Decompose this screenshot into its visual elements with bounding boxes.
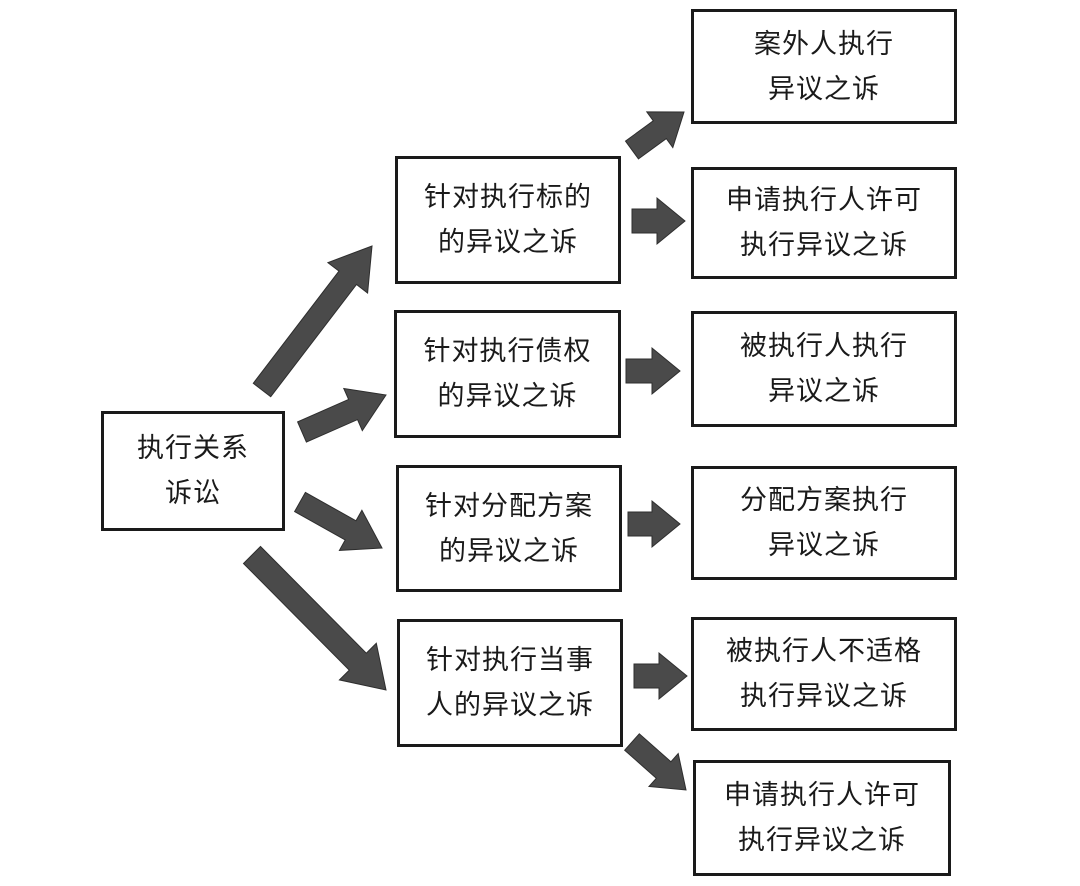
- arrow-root-to-target: [252, 245, 373, 398]
- arrow-root-to-claim: [296, 387, 387, 443]
- box-label: 分配方案执行 异议之诉: [740, 485, 908, 561]
- arrow-root-to-party: [242, 545, 387, 691]
- box-applicant-permission-objection-1: 申请执行人许可 执行异议之诉: [691, 167, 957, 279]
- arrow-party-to-unqualified: [633, 651, 688, 701]
- box-objection-execution-claim: 针对执行债权 的异议之诉: [394, 310, 621, 438]
- box-label: 被执行人执行 异议之诉: [740, 331, 908, 407]
- box-label: 申请执行人许可 执行异议之诉: [726, 185, 922, 261]
- box-applicant-permission-objection-2: 申请执行人许可 执行异议之诉: [693, 760, 951, 876]
- box-label: 针对执行当事 人的异议之诉: [426, 645, 594, 721]
- box-outsider-objection: 案外人执行 异议之诉: [691, 9, 957, 124]
- box-executed-person-objection: 被执行人执行 异议之诉: [691, 311, 957, 427]
- box-label: 被执行人不适格 执行异议之诉: [726, 636, 922, 712]
- box-label: 针对执行债权 的异议之诉: [423, 336, 592, 412]
- arrow-plan-to-plan: [627, 499, 681, 549]
- box-objection-distribution-plan: 针对分配方案 的异议之诉: [396, 465, 622, 592]
- box-executed-unqualified-objection: 被执行人不适格 执行异议之诉: [691, 617, 957, 731]
- arrow-party-to-applicant: [623, 733, 687, 791]
- box-label: 案外人执行 异议之诉: [754, 28, 894, 105]
- arrow-root-to-distribution: [293, 491, 383, 551]
- box-label: 针对执行标的 的异议之诉: [424, 182, 592, 258]
- arrow-claim-to-executed: [625, 346, 681, 396]
- box-objection-execution-party: 针对执行当事 人的异议之诉: [397, 619, 623, 747]
- arrow-target-to-outsider: [624, 111, 685, 160]
- box-label: 申请执行人许可 执行异议之诉: [724, 780, 920, 856]
- box-label: 针对分配方案 的异议之诉: [425, 490, 593, 567]
- root-box-execution-litigation: 执行关系 诉讼: [101, 411, 285, 531]
- root-label: 执行关系 诉讼: [137, 433, 249, 509]
- box-objection-execution-target: 针对执行标的 的异议之诉: [395, 156, 621, 284]
- arrow-target-to-applicant: [631, 196, 686, 246]
- box-distribution-plan-objection: 分配方案执行 异议之诉: [691, 466, 957, 580]
